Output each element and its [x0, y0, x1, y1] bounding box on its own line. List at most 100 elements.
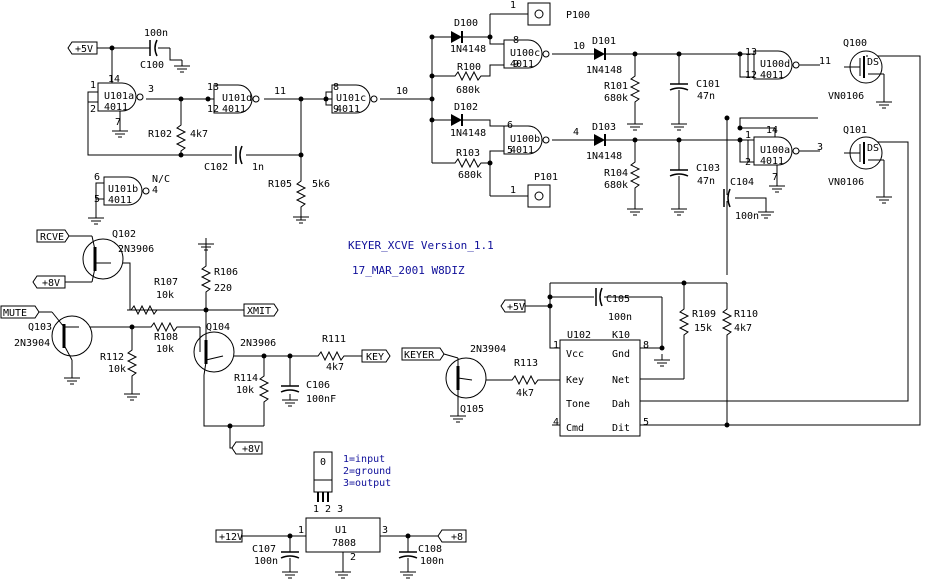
svg-text:DS: DS: [867, 57, 879, 68]
svg-text:R102: R102: [148, 129, 172, 140]
svg-text:2=ground: 2=ground: [343, 466, 391, 477]
svg-text:8: 8: [643, 340, 649, 351]
svg-text:1: 1: [298, 525, 304, 536]
svg-text:0: 0: [320, 457, 326, 468]
svg-text:U101a: U101a: [104, 91, 134, 102]
svg-text:4011: 4011: [510, 59, 534, 70]
svg-text:4011: 4011: [108, 195, 132, 206]
svg-text:7808: 7808: [332, 538, 356, 549]
svg-text:C103: C103: [696, 163, 720, 174]
svg-text:14: 14: [766, 125, 778, 136]
svg-text:U100b: U100b: [510, 134, 540, 145]
svg-text:10k: 10k: [236, 385, 254, 396]
svg-text:1=input: 1=input: [343, 454, 385, 465]
svg-text:6: 6: [94, 172, 100, 183]
svg-text:R107: R107: [154, 277, 178, 288]
svg-text:D102: D102: [454, 102, 478, 113]
svg-text:Q101: Q101: [843, 125, 867, 136]
svg-text:2N3904: 2N3904: [470, 344, 506, 355]
svg-text:Dah: Dah: [612, 399, 630, 410]
svg-text:C100: C100: [140, 60, 164, 71]
svg-text:680k: 680k: [604, 93, 628, 104]
svg-text:2N3906: 2N3906: [118, 244, 154, 255]
ports: +5V RCVE +8V MUTE XMIT KEY KEYER +5V +8V…: [0, 41, 526, 543]
svg-text:Key: Key: [566, 375, 584, 386]
svg-text:+8V: +8V: [242, 444, 260, 455]
svg-text:U101c: U101c: [336, 93, 366, 104]
svg-text:100n: 100n: [420, 556, 444, 567]
svg-text:8: 8: [513, 35, 519, 46]
svg-text:C102: C102: [204, 162, 228, 173]
svg-text:47n: 47n: [697, 91, 715, 102]
svg-text:Q104: Q104: [206, 322, 230, 333]
title-line-1: KEYER_XCVE Version_1.1: [348, 239, 494, 252]
svg-text:4: 4: [152, 185, 158, 196]
svg-text:+5V: +5V: [75, 44, 93, 55]
svg-text:8: 8: [333, 82, 339, 93]
svg-text:5k6: 5k6: [312, 179, 330, 190]
svg-text:R109: R109: [692, 309, 716, 320]
svg-text:U101d: U101d: [222, 93, 252, 104]
svg-text:1: 1: [553, 340, 559, 351]
svg-text:11: 11: [274, 86, 286, 97]
junctions: [109, 34, 743, 539]
svg-text:2N3906: 2N3906: [240, 338, 276, 349]
svg-text:11: 11: [819, 56, 831, 67]
capacitors: [235, 83, 731, 559]
svg-text:MUTE: MUTE: [3, 308, 27, 319]
svg-text:6: 6: [507, 120, 513, 131]
svg-text:10k: 10k: [156, 290, 174, 301]
svg-text:U1: U1: [335, 525, 347, 536]
svg-text:VN0106: VN0106: [828, 91, 864, 102]
svg-text:10k: 10k: [108, 364, 126, 375]
svg-text:4: 4: [573, 127, 579, 138]
svg-text:1: 1: [745, 130, 751, 141]
bjt-q104: Q104 2N3906: [192, 322, 276, 376]
svg-text:XMIT: XMIT: [247, 306, 271, 317]
svg-text:R112: R112: [100, 352, 124, 363]
svg-text:Tone: Tone: [566, 399, 590, 410]
svg-text:4011: 4011: [760, 156, 784, 167]
svg-text:100nF: 100nF: [306, 394, 336, 405]
svg-text:+12V: +12V: [219, 532, 243, 543]
svg-text:13: 13: [745, 47, 757, 58]
svg-text:KEYER: KEYER: [404, 350, 435, 361]
svg-text:10k: 10k: [156, 344, 174, 355]
svg-text:100n: 100n: [254, 556, 278, 567]
svg-text:4k7: 4k7: [734, 323, 752, 334]
svg-text:1n: 1n: [252, 162, 264, 173]
svg-text:D103: D103: [592, 122, 616, 133]
svg-text:C107: C107: [252, 544, 276, 555]
svg-text:C101: C101: [696, 79, 720, 90]
svg-text:U100c: U100c: [510, 48, 540, 59]
svg-text:15k: 15k: [694, 323, 712, 334]
svg-text:1: 1: [90, 80, 96, 91]
svg-text:13: 13: [207, 82, 219, 93]
svg-text:3=output: 3=output: [343, 478, 391, 489]
svg-text:680k: 680k: [456, 85, 480, 96]
svg-text:10: 10: [396, 86, 408, 97]
svg-text:R100: R100: [457, 62, 481, 73]
svg-text:4k7: 4k7: [516, 388, 534, 399]
svg-text:100n: 100n: [608, 312, 632, 323]
svg-text:R114: R114: [234, 373, 258, 384]
svg-text:1: 1: [510, 185, 516, 196]
svg-text:2N3904: 2N3904: [14, 338, 50, 349]
svg-text:U100a: U100a: [760, 145, 790, 156]
svg-text:Gnd: Gnd: [612, 349, 630, 360]
svg-text:12: 12: [745, 70, 757, 81]
svg-text:DS: DS: [867, 143, 879, 154]
svg-text:Cmd: Cmd: [566, 423, 584, 434]
svg-text:R108: R108: [154, 332, 178, 343]
svg-text:4: 4: [553, 417, 559, 428]
svg-text:2: 2: [90, 104, 96, 115]
svg-text:C106: C106: [306, 380, 330, 391]
